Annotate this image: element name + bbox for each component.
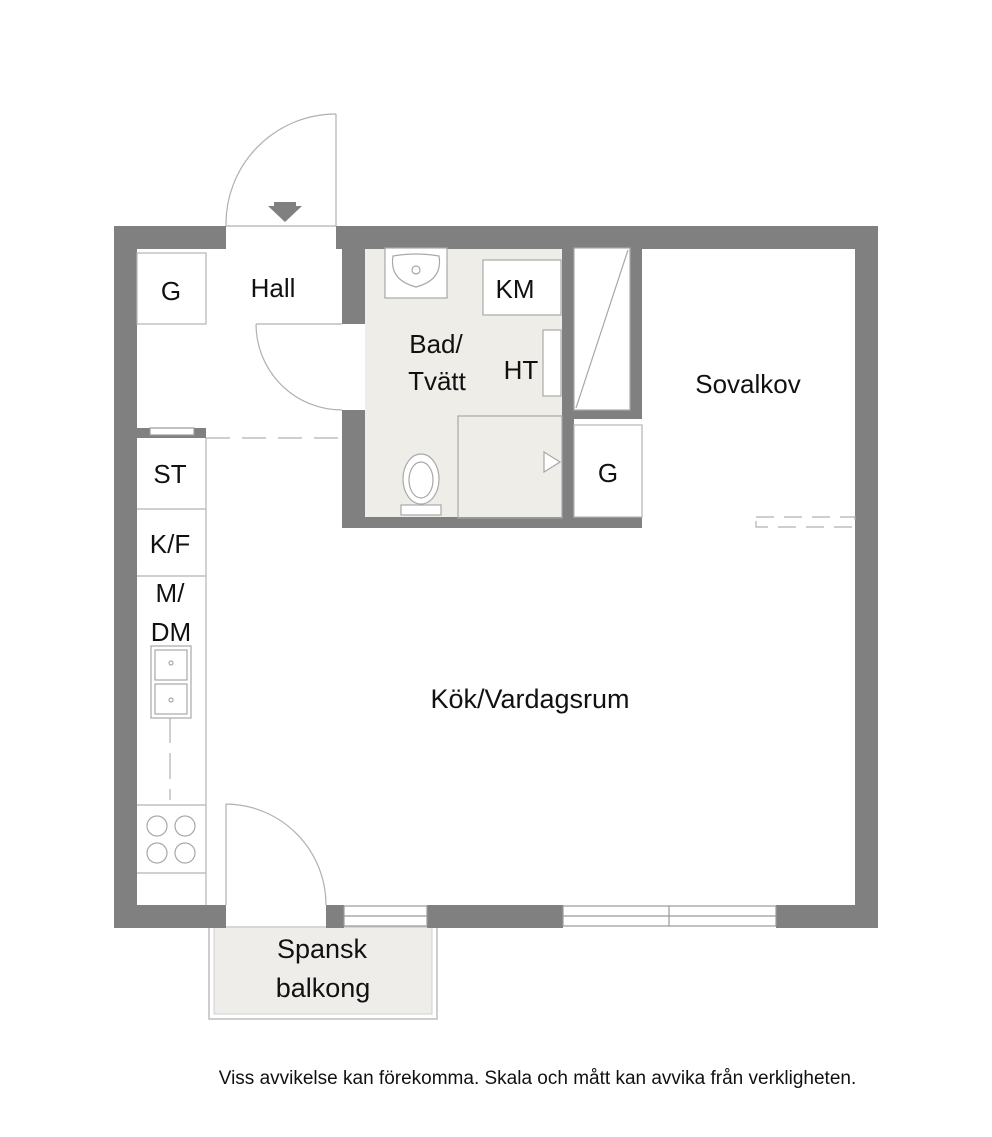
storage-label: ST [153,459,186,489]
bathroom-label-line2: Tvätt [408,366,467,396]
balcony-floor [214,928,432,1014]
hall-label: Hall [251,273,296,303]
bathroom-door [255,323,343,411]
balcony-door [225,803,327,906]
zone-boundaries [169,437,856,800]
hall-closet [136,252,207,325]
microwave-label-line2: DM [151,617,191,647]
windows [149,427,777,927]
bedroom-wardrobe [573,247,631,411]
toilet-tank [400,504,442,516]
balcony-outline-inner [213,926,433,1015]
hall-closet-label: G [161,276,181,306]
entrance-arrow-icon [268,202,302,222]
dryer [542,329,562,397]
bathroom-fixtures [384,247,563,519]
bedroom-closet [573,424,643,518]
fridge-freezer-label: K/F [150,529,190,559]
washing-machine [482,259,562,316]
shower-arrow-icon [543,450,562,474]
bathroom-label-line1: Bad/ [409,329,463,359]
balcony-label-line1: Spansk [277,934,368,964]
washing-machine-label: KM [496,274,535,304]
bedroom-alcove-label: Sovalkov [695,369,801,399]
kitchen-living-label: Kök/Vardagsrum [430,684,629,714]
small-window-hall [149,427,195,436]
entrance-door [225,113,337,227]
stove [146,815,196,864]
balcony-label-line2: balkong [276,973,371,1003]
shower-area [457,415,563,519]
sink [150,645,192,719]
dryer-label: HT [504,355,539,385]
exterior-walls [114,226,878,928]
disclaimer-text: Viss avvikelse kan förekomma. Skala och … [218,1068,857,1089]
kitchen-counter [137,438,207,905]
microwave-label-line1: M/ [156,578,186,608]
bedroom-closet-label: G [598,458,618,488]
